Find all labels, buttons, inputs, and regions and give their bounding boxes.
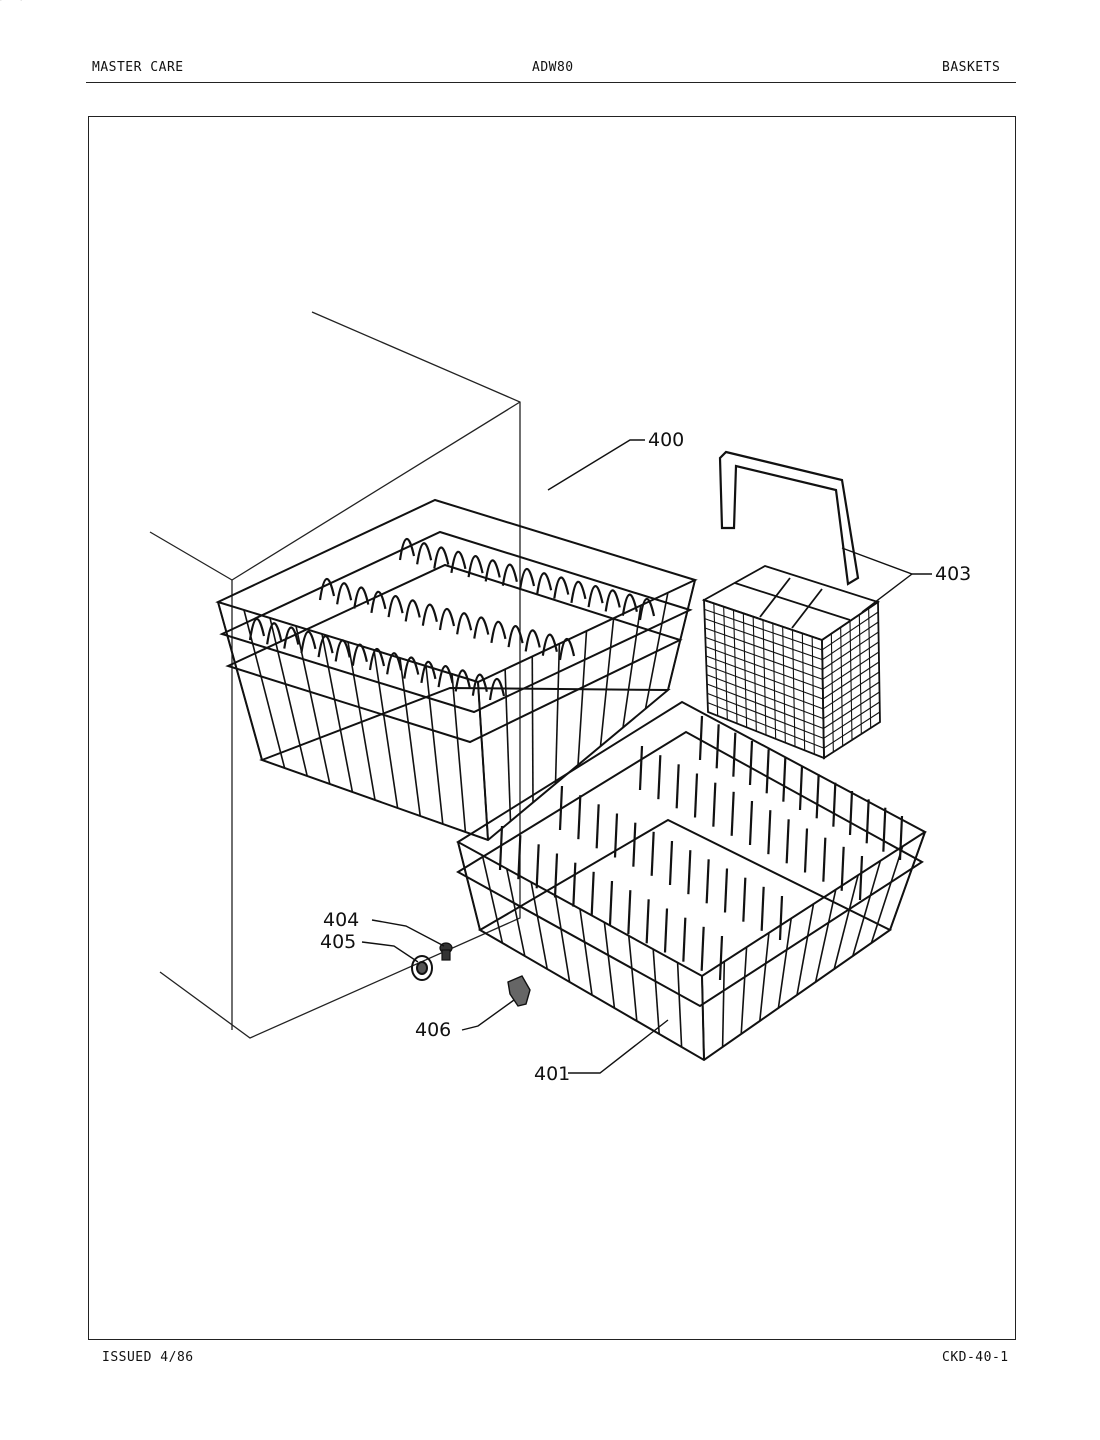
callout-403: 403 [935,563,971,585]
header-brand: MASTER CARE [92,60,184,75]
rack-stop-clip [507,975,531,1007]
silverware-basket-mesh [704,603,881,755]
callout-leaders [361,439,932,1074]
upper-rack [0,0,698,842]
header-model: ADW80 [532,60,574,75]
header-rule [86,82,1016,83]
footer-code: CKD-40-1 [942,1350,1009,1365]
footer-issued: ISSUED 4/86 [102,1350,194,1365]
diagram-frame [88,116,1016,1340]
lower-rack-grid [457,831,926,1061]
header-section: BASKETS [942,60,1001,75]
lower-rack [456,700,927,1062]
callout-406: 406 [415,1019,451,1041]
rack-roller-screw [439,942,453,961]
callout-404: 404 [323,909,359,931]
callout-401: 401 [534,1063,570,1085]
upper-rack-grid [217,579,696,841]
callout-400: 400 [648,429,684,451]
upper-rack-tines [248,537,656,701]
callout-405: 405 [320,931,356,953]
lower-rack-tines [498,715,904,981]
rack-roller-wheel [411,955,433,981]
